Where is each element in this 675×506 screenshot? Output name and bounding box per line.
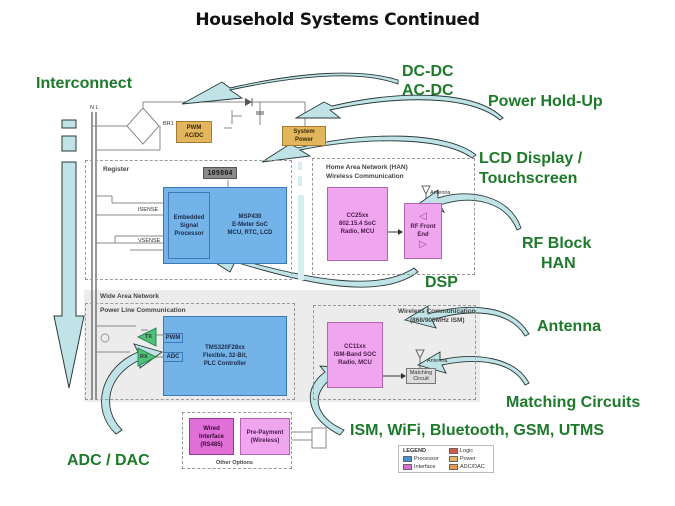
legend-item-processor: Processor (403, 456, 439, 462)
system-power-line1: System (293, 129, 315, 135)
vsense-label: VSENSE (138, 238, 161, 244)
pwm-acdc-block: PWM AC/DC (176, 121, 212, 143)
msp430-line2: E-Meter SoC (232, 222, 268, 228)
pwm-acdc-line2: AC/DC (184, 133, 204, 139)
lcd-readout: 109804 (203, 167, 237, 179)
rf-triangle-right-icon: ▷ (419, 239, 427, 250)
cc25xx-line2: 802.15.4 SoC (338, 221, 377, 227)
callout-power-holdup: Power Hold-Up (488, 93, 603, 110)
lcd-readout-value: 109804 (207, 169, 233, 177)
prepayment-block: Pre-Payment (Wireless) (240, 418, 290, 455)
rf-triangle-left-icon: ◁ (419, 211, 427, 222)
arrow-power-holdup (294, 94, 504, 121)
tms320-block: TMS320F28xx Flexible, 32-Bit, PLC Contro… (163, 316, 287, 396)
legend-swatch-power (449, 456, 458, 462)
matching-line1: Matching (409, 369, 433, 376)
interconnect-arrow (53, 119, 85, 389)
han-title-1: Home Area Network (HAN) (326, 164, 408, 171)
callout-antenna: Antenna (537, 318, 601, 335)
msp430-line3: MCU, RTC, LCD (227, 230, 273, 236)
legend-swatch-logic (449, 448, 458, 454)
callout-lcd-line1: LCD Display / (479, 150, 583, 167)
embedded-signal-processor: Embedded Signal Processor (168, 192, 210, 259)
plc-title: Power Line Communication (100, 307, 186, 314)
callout-adc-dac: ADC / DAC (67, 452, 150, 469)
adc-port: ADC (163, 352, 183, 362)
cc11xx-block: CC11xx ISM-Band SOC Radio, MCU (327, 322, 383, 388)
legend-swatch-adc-dac (449, 464, 458, 470)
han-title-2: Wireless Communication (326, 173, 404, 180)
mains-label: N L (90, 105, 99, 111)
arrow-matching (416, 351, 530, 386)
slide-title: Household Systems Continued (195, 10, 480, 30)
arrow-antenna (403, 305, 530, 337)
callout-dcdc: DC-DC (402, 63, 454, 80)
legend: LEGEND Processor Interface Logic Power A… (398, 445, 494, 473)
tx-label: TX (145, 334, 153, 340)
system-power-block: System Power (282, 126, 326, 146)
callout-interconnect: Interconnect (36, 75, 133, 92)
register-title: Register (103, 166, 130, 173)
msp430-label: MSP430 E-Meter SoC MCU, RTC, LCD (215, 210, 285, 240)
wan-title: Wide Area Network (100, 293, 159, 300)
callout-rf-line2: HAN (541, 255, 576, 272)
legend-item-adc-dac: ADC/DAC (449, 464, 485, 470)
wireless-antenna-label: Antenna (427, 358, 448, 364)
tms320-line2: Flexible, 32-Bit, (202, 353, 247, 359)
cc25xx-line3: Radio, MCU (340, 229, 375, 235)
arrow-rf-block (419, 189, 522, 231)
dsp-line2: Signal (179, 222, 198, 229)
wireless-panel (313, 305, 476, 400)
han-antenna-label: Antenna (430, 190, 451, 196)
callout-ism: ISM, WiFi, Bluetooth, GSM, UTMS (350, 422, 605, 439)
cc25xx-block: CC25xx 802.15.4 SoC Radio, MCU (327, 187, 388, 261)
tms320-line1: TMS320F28xx (205, 345, 245, 351)
register-panel (85, 160, 292, 280)
legend-swatch-processor (403, 456, 412, 462)
bridge-label: BR1 (163, 121, 174, 127)
prepayment-line1: Pre-Payment (246, 429, 284, 436)
cc11xx-line3: Radio, MCU (338, 360, 372, 366)
matching-line2: Circuit (413, 376, 429, 382)
legend-title: LEGEND (403, 448, 426, 454)
pwm-port: PWM (163, 333, 183, 343)
matching-circuit-block: Matching Circuit (406, 368, 436, 384)
legend-item-logic: Logic (449, 448, 473, 454)
legend-item-interface: Interface (403, 464, 435, 470)
arrow-lcd (261, 135, 477, 163)
plc-panel (85, 303, 295, 400)
cc25xx-line1: CC25xx (346, 213, 369, 219)
wired-line3: (RS485) (200, 441, 223, 448)
callout-rf-line1: RF Block (522, 235, 592, 252)
legend-item-power: Power (449, 456, 476, 462)
han-panel (312, 158, 475, 275)
callout-acdc: AC-DC (402, 82, 454, 99)
cc11xx-line2: ISM-Band SOC (333, 352, 377, 358)
callout-lcd-line2: Touchscreen (479, 170, 578, 187)
rf-front-end-line2: End (417, 232, 429, 238)
other-options-panel (182, 412, 292, 469)
wireless-title-1: Wireless Communication (398, 308, 476, 315)
wireless-title-2: (868/900MHz ISM) (410, 317, 465, 324)
isense-label: ISENSE (138, 207, 159, 213)
rf-front-end-block: ◁ RF Front End ▷ (404, 203, 442, 259)
other-options-title: Other Options (216, 460, 253, 466)
callout-dsp: DSP (425, 274, 458, 291)
rx-label: RX (140, 354, 148, 360)
arrow-dcdc (181, 72, 399, 105)
legend-swatch-interface (403, 464, 412, 470)
rf-front-end-line1: RF Front (410, 224, 436, 230)
tms320-line3: PLC Controller (203, 361, 247, 367)
dsp-line1: Embedded (173, 214, 205, 221)
callout-matching: Matching Circuits (506, 394, 641, 411)
pwm-acdc-line1: PWM (186, 125, 202, 131)
msp430-line1: MSP430 (238, 214, 262, 220)
wired-line2: Interface (198, 433, 224, 440)
cc11xx-line1: CC11xx (344, 344, 366, 350)
wired-interface-block: Wired Interface (RS485) (189, 418, 234, 455)
prepayment-line2: (Wireless) (250, 437, 280, 444)
dsp-line3: Processor (174, 230, 204, 237)
wired-line1: Wired (203, 425, 220, 432)
system-power-line2: Power (294, 137, 313, 143)
